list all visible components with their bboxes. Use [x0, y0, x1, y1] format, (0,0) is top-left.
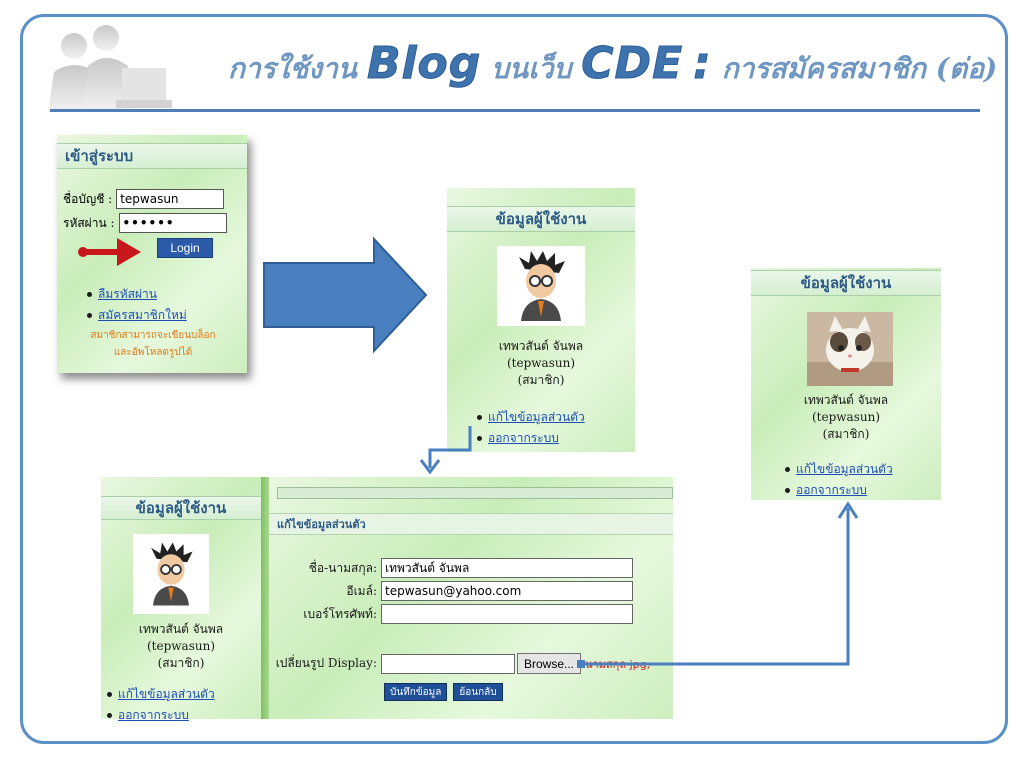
password-input[interactable]: [118, 213, 227, 233]
name-row: ชื่อ-นามสกุล:: [277, 558, 633, 578]
edit-profile-form: แก้ไขข้อมูลส่วนตัว ชื่อ-นามสกุล: อีเมล์:…: [269, 477, 673, 719]
big-right-arrow-icon: [263, 237, 428, 354]
back-button[interactable]: ย้อนกลับ: [453, 683, 503, 701]
password-label: รหัสผ่าน :: [63, 215, 115, 230]
edit-top-bar: [277, 487, 673, 499]
file-type-hint: นามสกุล jpg,: [585, 657, 651, 671]
user-role: (สมาชิก): [517, 373, 565, 387]
password-row: รหัสผ่าน :: [63, 213, 227, 233]
cat-photo-icon: [807, 312, 893, 386]
login-button[interactable]: Login: [157, 238, 213, 258]
avatar: [497, 246, 585, 326]
user-info-text: เทพวสันต์ จันพล (tepwasun) (สมาชิก): [447, 338, 635, 389]
user-username: (tepwasun): [506, 356, 575, 370]
display-row: เปลี่ยนรูป Display: Browse... นามสกุล jp…: [269, 653, 650, 674]
avatar-cartoon-icon: [151, 542, 193, 606]
email-field[interactable]: [381, 581, 633, 601]
user-info-panel: ข้อมูลผู้ใช้งาน เทพวสันต์ จันพล (tepwasu…: [447, 188, 635, 452]
display-file-field[interactable]: [381, 653, 515, 674]
user-info-text: เทพวสันต์ จันพล (tepwasun) (สมาชิก): [101, 621, 261, 672]
login-panel: เข้าสู่ระบบ ชื่อบัญชี : รหัสผ่าน : Login…: [57, 135, 247, 373]
user-info-text: เทพวสันต์ จันพล (tepwasun) (สมาชิก): [751, 392, 941, 443]
login-heading: เข้าสู่ระบบ: [57, 143, 247, 169]
browse-button[interactable]: Browse...: [517, 653, 582, 674]
phone-label: เบอร์โทรศัพท์:: [303, 606, 377, 621]
logout-link[interactable]: ออกจากระบบ: [118, 708, 189, 722]
display-label: เปลี่ยนรูป Display:: [275, 656, 377, 670]
user-username: (tepwasun): [811, 410, 880, 424]
username-label: ชื่อบัญชี :: [63, 191, 113, 206]
user-links: แก้ไขข้อมูลส่วนตัว ออกจากระบบ: [785, 458, 893, 502]
user-fullname: เทพวสันต์ จันพล: [138, 622, 224, 636]
user-info-panel-updated: ข้อมูลผู้ใช้งาน เทพวสันต์ จันพล (tepwasu…: [751, 268, 941, 500]
register-link[interactable]: สมัครสมาชิกใหม่: [98, 308, 187, 322]
people-silhouette-icon: [48, 25, 172, 112]
user-role: (สมาชิก): [822, 427, 870, 441]
save-button[interactable]: บันทึกข้อมูล: [384, 683, 448, 701]
login-links: ลืมรหัสผ่าน สมัครสมาชิกใหม่: [87, 283, 187, 327]
user-info-heading: ข้อมูลผู้ใช้งาน: [101, 496, 261, 520]
user-username: (tepwasun): [146, 639, 215, 653]
forgot-password-link[interactable]: ลืมรหัสผ่าน: [98, 287, 157, 301]
username-input[interactable]: [116, 189, 225, 209]
phone-field[interactable]: [381, 604, 633, 624]
edit-profile-link[interactable]: แก้ไขข้อมูลส่วนตัว: [796, 462, 893, 476]
user-links: แก้ไขข้อมูลส่วนตัว ออกจากระบบ: [477, 406, 585, 450]
name-label: ชื่อ-นามสกุล:: [308, 560, 377, 575]
username-row: ชื่อบัญชี :: [63, 189, 225, 209]
edit-profile-link[interactable]: แก้ไขข้อมูลส่วนตัว: [488, 410, 585, 424]
user-fullname: เทพวสันต์ จันพล: [498, 339, 584, 353]
form-buttons: บันทึกข้อมูล ย้อนกลับ: [384, 683, 503, 701]
edit-screen-divider: [261, 477, 269, 719]
name-field[interactable]: [381, 558, 633, 578]
user-role: (สมาชิก): [157, 656, 205, 670]
user-info-heading: ข้อมูลผู้ใช้งาน: [751, 270, 941, 296]
avatar: [133, 534, 209, 614]
title-divider: [50, 109, 980, 112]
user-info-heading: ข้อมูลผู้ใช้งาน: [447, 206, 635, 232]
avatar-cat-photo: [807, 312, 893, 386]
avatar-cartoon-icon: [519, 251, 565, 321]
edit-profile-link[interactable]: แก้ไขข้อมูลส่วนตัว: [118, 687, 215, 701]
edit-screen-sidebar: ข้อมูลผู้ใช้งาน เทพวสันต์ จันพล (tepwasu…: [101, 477, 261, 722]
edit-form-title: แก้ไขข้อมูลส่วนตัว: [269, 513, 673, 535]
login-note: สมาชิกสามารถจะเขียนบล็อก และอัพโหลดรูปได…: [90, 330, 216, 358]
user-fullname: เทพวสันต์ จันพล: [803, 393, 889, 407]
email-label: อีเมล์:: [346, 583, 377, 598]
email-row: อีเมล์:: [277, 581, 633, 601]
phone-row: เบอร์โทรศัพท์:: [277, 604, 633, 624]
user-links: แก้ไขข้อมูลส่วนตัว ออกจากระบบ: [107, 683, 215, 727]
red-pointer-arrow-icon: [78, 238, 141, 266]
page-title: การใช้งาน Blog บนเว็บ CDE : การสมัครสมาช…: [228, 38, 998, 90]
logout-link[interactable]: ออกจากระบบ: [796, 483, 867, 497]
logout-link[interactable]: ออกจากระบบ: [488, 431, 559, 445]
